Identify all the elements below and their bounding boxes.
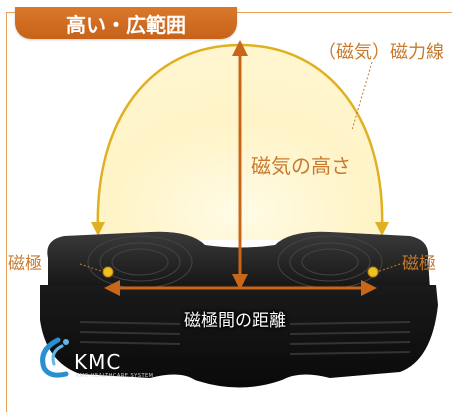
device-front: [40, 285, 438, 388]
pole-label-left: 磁極: [8, 254, 42, 274]
kmc-logo-icon: [40, 337, 69, 378]
pole-dot-right: [367, 266, 379, 278]
pole-dot-left: [102, 266, 114, 278]
field-line-label: （磁気）磁力線: [318, 42, 444, 63]
field-arc-head-left: [91, 222, 105, 236]
logo-name: KMC: [74, 350, 122, 374]
title-banner: 高い・広範囲: [15, 7, 237, 39]
height-arrow-head-bottom: [232, 274, 248, 290]
diagram-frame: 高い・広範囲: [6, 7, 452, 412]
distance-arrow-head-right: [361, 280, 377, 296]
height-label: 磁気の高さ: [251, 154, 351, 178]
pole-leader-left: [79, 263, 105, 273]
distance-arrow-head-left: [104, 280, 120, 296]
logo-tagline: KMC HEALTHCARE SYSTEM: [76, 373, 154, 379]
magnetic-field-diagram: [40, 40, 438, 388]
distance-label: 磁極間の距離: [184, 311, 286, 331]
pole-label-right: 磁極: [402, 254, 436, 274]
height-arrow-head-top: [232, 40, 248, 56]
vent-slits: [79, 321, 411, 355]
pole-leader-right: [376, 263, 401, 273]
field-arc-head-right: [375, 222, 389, 236]
